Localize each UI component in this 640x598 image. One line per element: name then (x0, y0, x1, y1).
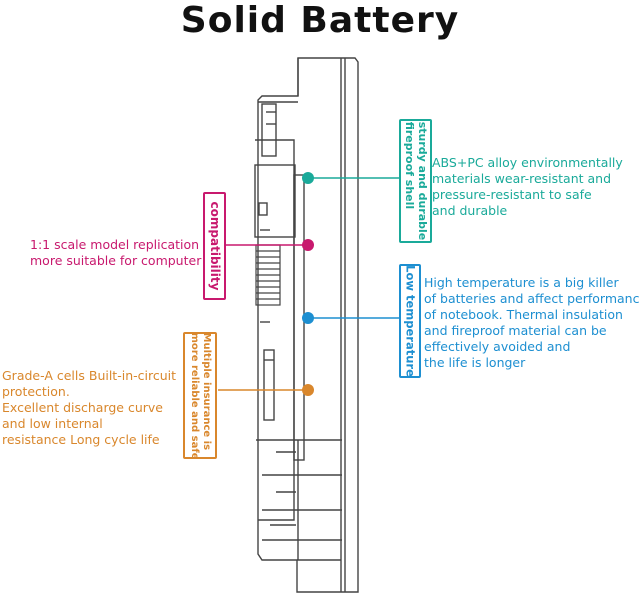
battery-outline (254, 57, 359, 593)
label-compatibility: compatibility (207, 201, 222, 291)
description-compatibility: 1:1 scale model replication more suitabl… (30, 237, 202, 268)
callout-connector-compatibility (218, 239, 314, 251)
description-insurance: Grade-A cells Built-in-circuit protectio… (2, 368, 177, 447)
label-box-temperature: Low temperature (399, 264, 421, 378)
battery-grip-ribs (255, 244, 281, 306)
description-shell: ABS+PC alloy environmentally materials w… (432, 155, 623, 218)
label-temperature: Low temperature (403, 265, 418, 377)
label-box-shell: sturdy and durable fireproof shell (399, 119, 432, 243)
label-box-insurance: Multiple insurance is more reliable and … (183, 332, 217, 459)
label-shell: sturdy and durable fireproof shell (402, 121, 429, 241)
label-box-compatibility: compatibility (203, 192, 226, 300)
callout-connector-shell (302, 172, 400, 184)
description-temperature: High temperature is a big killer of batt… (424, 275, 640, 370)
callout-connector-temperature (302, 312, 400, 324)
label-insurance: Multiple insurance is more reliable and … (189, 332, 212, 459)
callout-connector-insurance (218, 384, 314, 396)
page-title: Solid Battery (180, 0, 460, 41)
